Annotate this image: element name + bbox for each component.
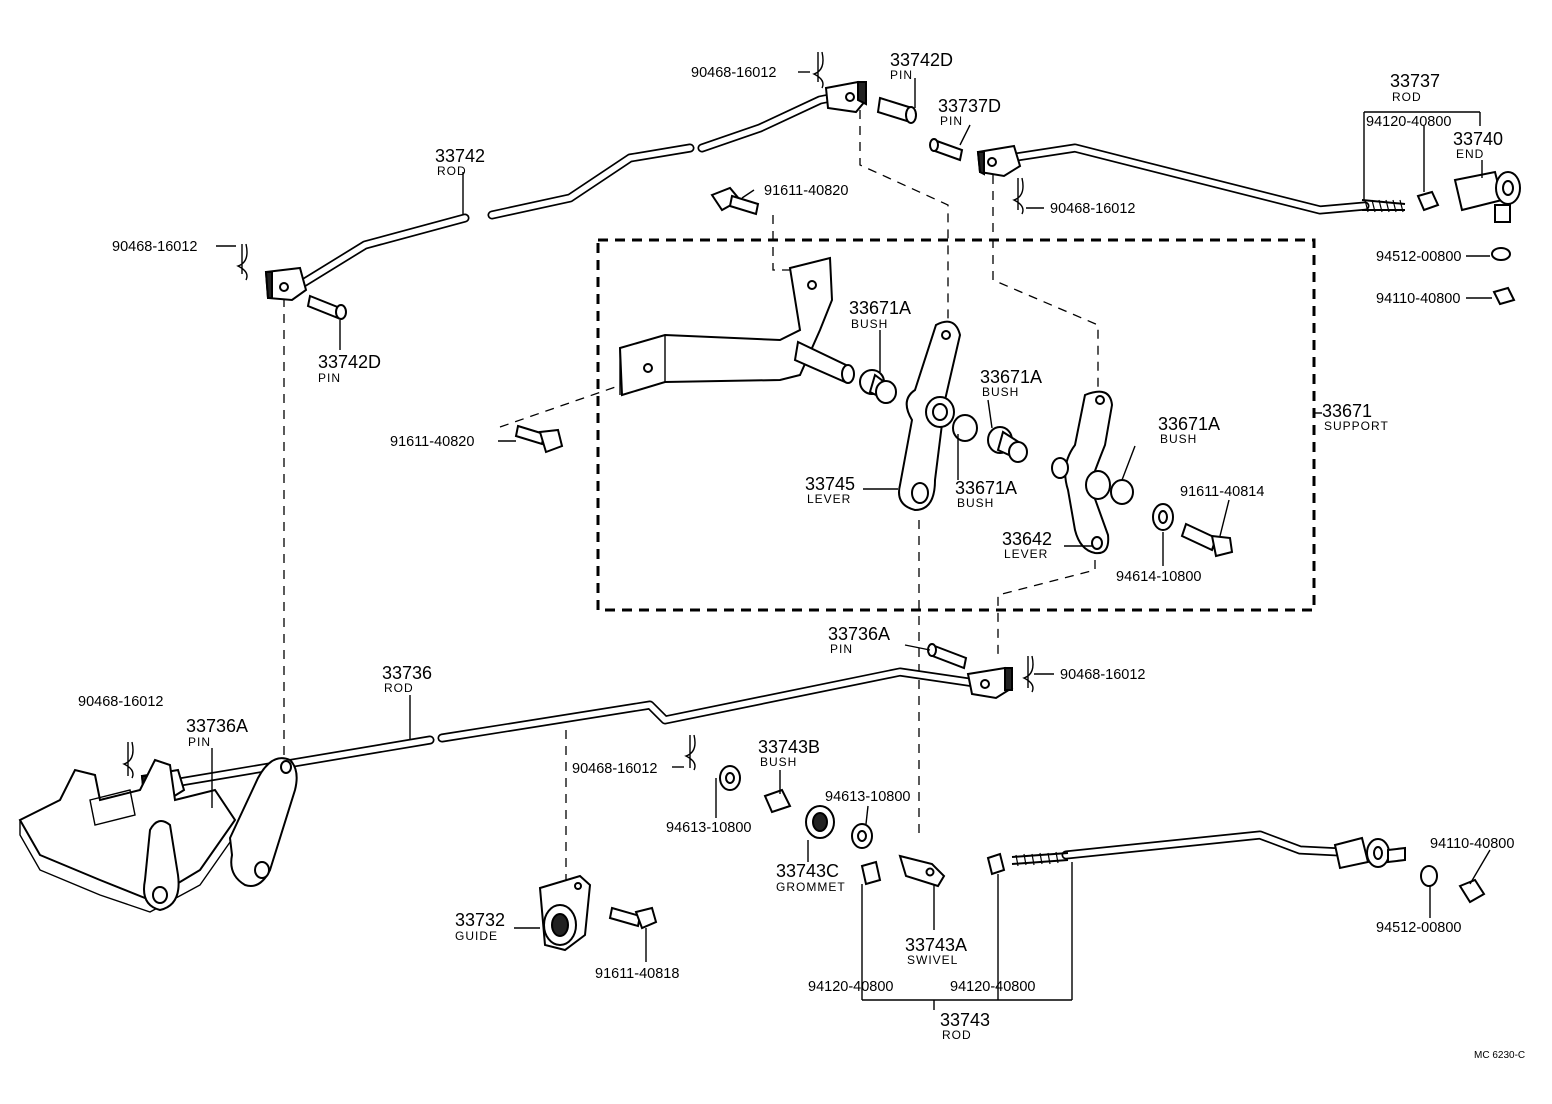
label-bolt-guide: 91611-40818: [595, 966, 679, 982]
label-bush-33671a-3: 33671A: [1158, 414, 1220, 434]
label-clip-right-upper: 90468-16012: [1050, 201, 1135, 217]
clevis-left-upper: [264, 266, 308, 302]
label-pin-33736a-left: 33736A: [186, 716, 248, 736]
support-outline: [596, 238, 1316, 612]
label-rod-33736-name: ROD: [384, 681, 414, 695]
label-swivel-33743a: 33743A: [905, 935, 967, 955]
footer-code: MC 6230-C: [1474, 1050, 1525, 1061]
label-bush-33671a-2-name: BUSH: [982, 385, 1019, 399]
label-rod-33742-name: ROD: [437, 164, 467, 178]
label-lever-33642: 33642: [1002, 529, 1052, 549]
label-end-33740-name: END: [1456, 147, 1484, 161]
label-end-33740: 33740: [1453, 129, 1503, 149]
pedal-assembly: [18, 757, 298, 913]
label-clip-center: 90468-16012: [572, 761, 657, 777]
label-pin-33742d-top: 33742D: [890, 50, 953, 70]
label-bush-33671a-4: 33671A: [955, 478, 1017, 498]
label-bolt-left: 91611-40820: [390, 434, 474, 450]
lever-33745-drawing: [898, 320, 962, 512]
rod-33742-drawing: [295, 91, 845, 290]
label-bush-33671a-3-name: BUSH: [1160, 432, 1197, 446]
label-nut-bottom-1: 94120-40800: [808, 979, 893, 995]
label-bolt-support: 91611-40814: [1180, 484, 1264, 500]
label-bush-33671a-2: 33671A: [980, 367, 1042, 387]
label-nut-top-2: 94110-40800: [1376, 291, 1460, 307]
label-pin-33737d: 33737D: [938, 96, 1001, 116]
fasteners: [514, 186, 1516, 930]
label-bush-33671a-1: 33671A: [849, 298, 911, 318]
leader-lines: [211, 71, 1492, 1010]
label-rod-33737: 33737: [1390, 71, 1440, 91]
label-lever-33642-name: LEVER: [1004, 547, 1048, 561]
label-clip-top: 90468-16012: [691, 65, 776, 81]
label-clip-mid: 90468-16012: [1060, 667, 1145, 683]
label-bush-33671a-1-name: BUSH: [851, 317, 888, 331]
label-rod-33743-name: ROD: [942, 1028, 972, 1042]
label-lever-33745: 33745: [805, 474, 855, 494]
label-lever-33745-name: LEVER: [807, 492, 851, 506]
label-pin-33742d-left-name: PIN: [318, 371, 341, 385]
label-rod-33737-name: ROD: [1392, 90, 1422, 104]
lever-33642-drawing: [1051, 390, 1114, 555]
label-washer-right: 94613-10800: [825, 789, 910, 805]
label-nut-top-1: 94120-40800: [1366, 114, 1451, 130]
label-swivel-33743a-name: SWIVEL: [907, 953, 958, 967]
label-clip-left-lower: 90468-16012: [78, 694, 163, 710]
label-pin-33737d-name: PIN: [940, 114, 963, 128]
label-pin-33736a-mid-name: PIN: [830, 642, 853, 656]
label-rod-33742: 33742: [435, 146, 485, 166]
label-washer-bottom-right: 94512-00800: [1376, 920, 1461, 936]
guide-33732-drawing: [538, 874, 592, 952]
label-grommet-33743c: 33743C: [776, 861, 839, 881]
rod-33737-drawing: [1005, 143, 1406, 215]
rod-33736-drawing: [175, 667, 980, 787]
label-rod-33736: 33736: [382, 663, 432, 683]
label-washer-left: 94613-10800: [666, 820, 751, 836]
label-bush-33743b: 33743B: [758, 737, 820, 757]
label-guide-33732: 33732: [455, 910, 505, 930]
labels: 90468-16012 33742D PIN 33742 ROD 90468-1…: [78, 50, 1525, 1061]
label-bolt-top: 91611-40820: [764, 183, 848, 199]
label-nut-bottom-2: 94120-40800: [950, 979, 1035, 995]
label-clip-left-upper: 90468-16012: [112, 239, 197, 255]
clevis-mid: [966, 666, 1014, 700]
label-rod-33743: 33743: [940, 1010, 990, 1030]
ball-joint-bottom: [1333, 836, 1406, 870]
label-support-33671: 33671: [1322, 401, 1372, 421]
clips: [122, 51, 1034, 779]
rod-33743-drawing: [1011, 830, 1345, 867]
label-washer-top: 94512-00800: [1376, 249, 1461, 265]
label-bush-33671a-4-name: BUSH: [957, 496, 994, 510]
label-guide-33732-name: GUIDE: [455, 929, 498, 943]
clevis-top: [824, 80, 868, 114]
label-grommet-33743c-name: GROMMET: [776, 880, 846, 894]
label-bush-33743b-name: BUSH: [760, 755, 797, 769]
label-support-33671-name: SUPPORT: [1324, 419, 1389, 433]
label-pin-33736a-left-name: PIN: [188, 735, 211, 749]
label-pin-33736a-mid: 33736A: [828, 624, 890, 644]
bushes: [859, 369, 1134, 505]
label-pin-33742d-top-name: PIN: [890, 68, 913, 82]
clevis-right-upper: [976, 144, 1022, 178]
support-bracket: [618, 256, 855, 397]
rod-end-33740: [1453, 170, 1521, 223]
label-washer-lever: 94614-10800: [1116, 569, 1201, 585]
label-nut-bottom-right: 94110-40800: [1430, 836, 1514, 852]
label-pin-33742d-left: 33742D: [318, 352, 381, 372]
